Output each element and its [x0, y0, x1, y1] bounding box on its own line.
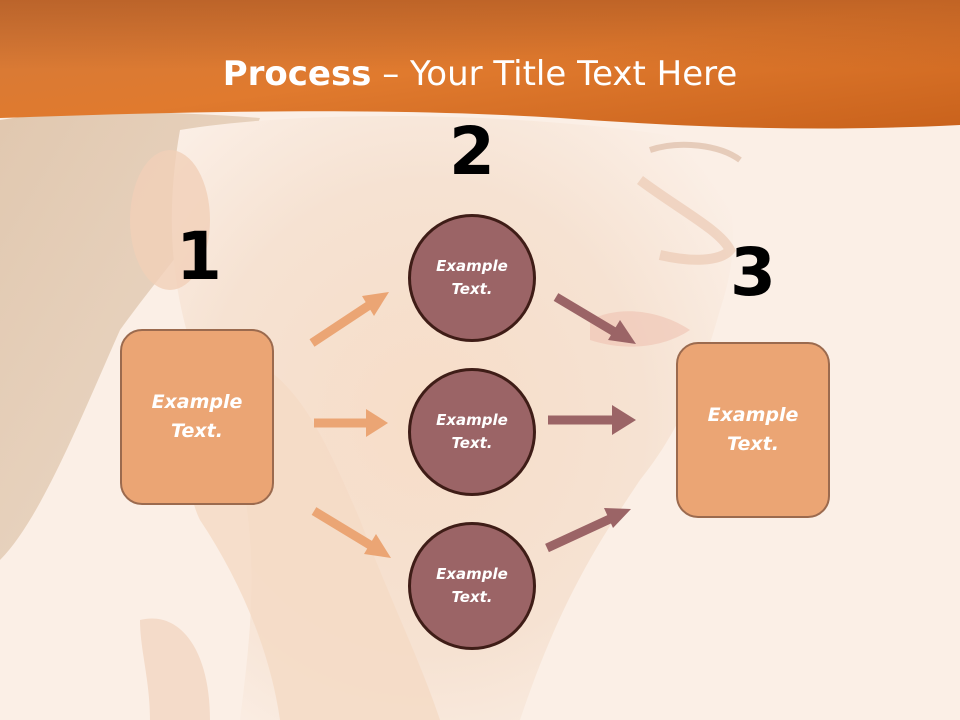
- step-2-circle-middle: Example Text.: [408, 368, 536, 496]
- circle-bottom-text: Example Text.: [436, 565, 508, 606]
- header-band: [0, 0, 960, 129]
- step-2-circle-top: Example Text.: [408, 214, 536, 342]
- step-number-3: 3: [730, 234, 776, 311]
- step-1-box: Example Text.: [120, 329, 274, 505]
- step-3-box-text: Example Text.: [707, 404, 799, 455]
- circle-top-text: Example Text.: [436, 257, 508, 298]
- step-1-box-text: Example Text.: [151, 391, 243, 442]
- step-number-2: 2: [449, 113, 495, 190]
- slide-title: Process – Your Title Text Here: [0, 52, 960, 96]
- step-3-box: Example Text.: [676, 342, 830, 518]
- title-rest: – Your Title Text Here: [371, 54, 738, 94]
- step-2-circle-bottom: Example Text.: [408, 522, 536, 650]
- title-strong: Process: [222, 54, 372, 94]
- step-number-1: 1: [176, 218, 222, 295]
- circle-middle-text: Example Text.: [436, 411, 508, 452]
